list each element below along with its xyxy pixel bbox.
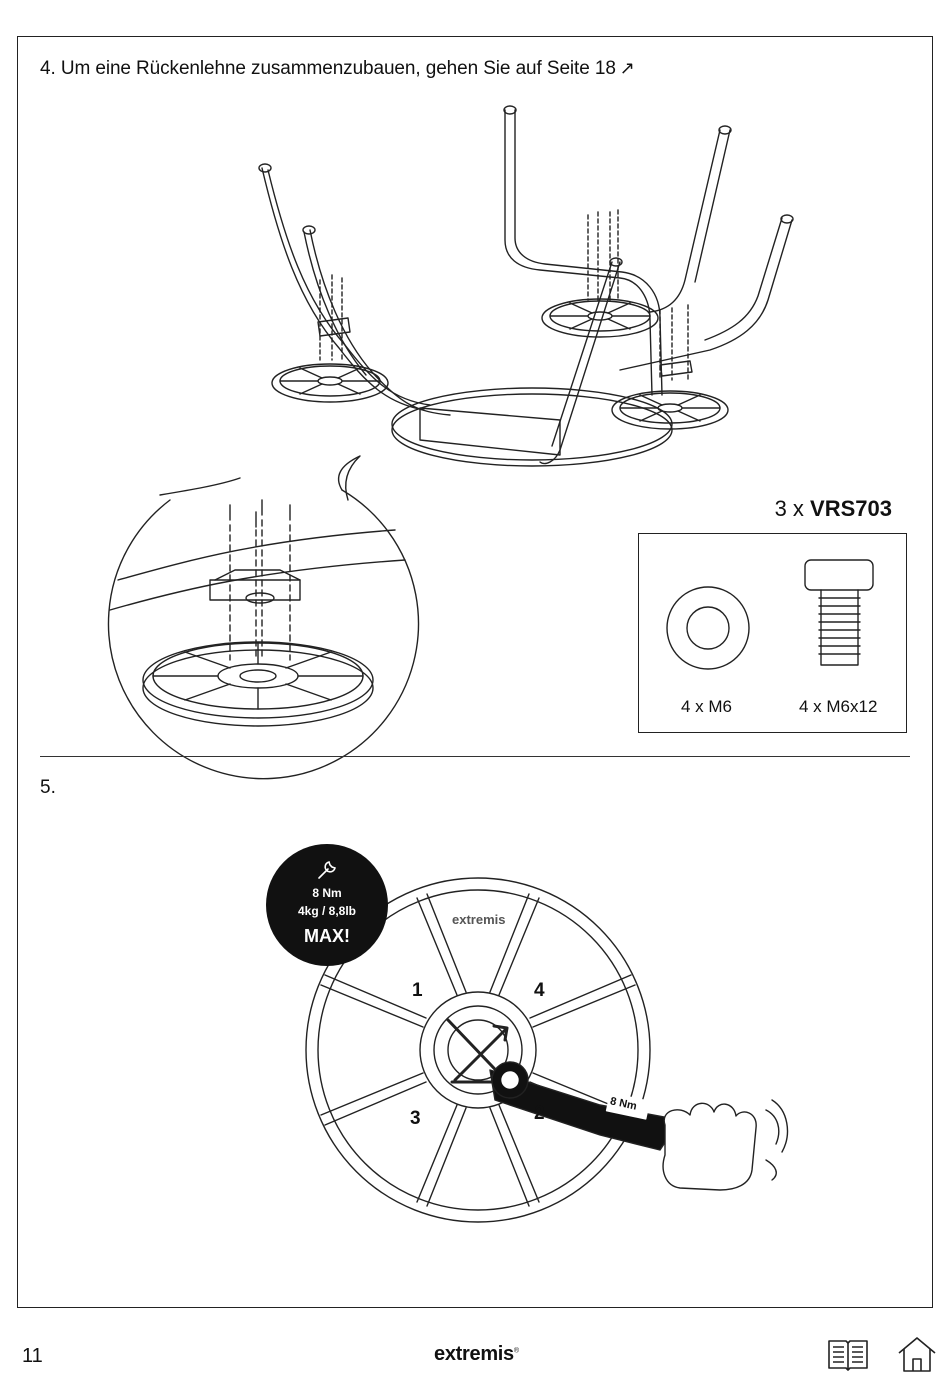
sequence-4: 4 [534, 980, 545, 1001]
badge-weight: 4kg / 8,8lb [297, 904, 357, 918]
chair-frame-drawing [258, 105, 794, 467]
step-5-title: 5. [40, 777, 56, 798]
step-4-title: 4. Um eine Rückenlehne zusammenzubauen, … [40, 58, 616, 79]
disc-brand: extremis [452, 912, 506, 927]
washer-icon [666, 586, 750, 670]
home-icon[interactable] [896, 1335, 940, 1375]
page-number: 11 [22, 1345, 43, 1367]
step-4-heading: 4. Um eine Rückenlehne zusammenzubauen, … [40, 58, 635, 80]
detail-zoom-drawing [107, 455, 420, 780]
wrench-icon [318, 861, 336, 879]
book-icon[interactable] [826, 1335, 870, 1375]
brand-mark: ® [513, 1347, 519, 1355]
badge-max: MAX! [304, 926, 350, 946]
brand-name: extremis [434, 1343, 514, 1365]
sequence-1: 1 [412, 980, 423, 1001]
section-divider [40, 756, 910, 757]
washer-label: 4 x M6 [681, 697, 733, 716]
sequence-3: 3 [410, 1108, 421, 1129]
torque-wrench-drawing [489, 1061, 789, 1191]
badge-torque: 8 Nm [312, 886, 342, 900]
bolt-label: 4 x M6x12 [799, 697, 878, 716]
torque-badge: 8 Nm 4kg / 8,8lb MAX! [266, 844, 388, 966]
page-link-icon[interactable]: ↗ [619, 58, 635, 78]
bolt-icon [804, 559, 874, 666]
parts-box [638, 533, 907, 733]
page-frame [17, 36, 933, 1308]
kit-code: VRS703 [810, 496, 892, 521]
sequence-2: 2 [534, 1103, 545, 1124]
glide-disc-drawing [305, 877, 651, 1223]
footer-brand: extremis® [434, 1343, 519, 1366]
kit-quantity: 3 x [774, 496, 811, 521]
kit-title: 3 x VRS703 [775, 496, 892, 522]
